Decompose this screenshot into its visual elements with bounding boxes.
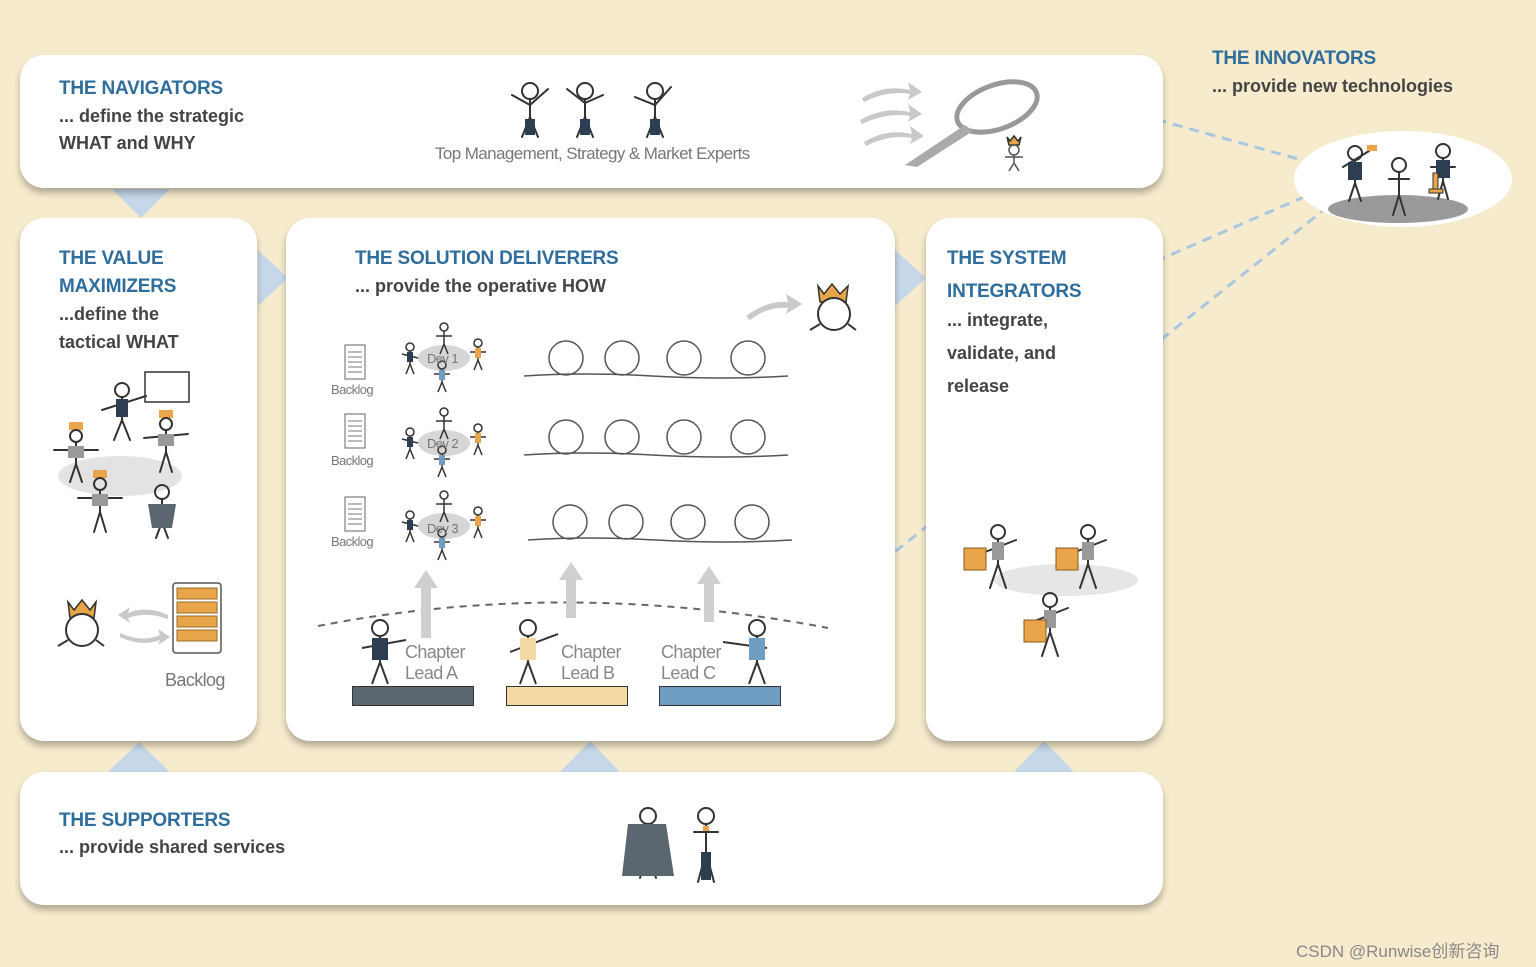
team-name-label: Dev 1	[427, 351, 458, 366]
iteration-loop-icon	[526, 502, 796, 552]
system-integrators-title-line2: INTEGRATORS	[947, 275, 1081, 308]
team-row: Backlog Dev 1	[286, 318, 895, 398]
chapter-lead-label-line2: Lead B	[561, 663, 614, 684]
stick-figure-icon	[506, 618, 566, 688]
chapter-lead-label-line2: Lead C	[661, 663, 715, 684]
chapter-lead-label-line1: Chapter	[561, 642, 621, 663]
chapter-lead-a: Chapter Lead A	[352, 618, 482, 708]
supporters-panel: THE SUPPORTERS ... provide shared servic…	[20, 772, 1163, 905]
solution-deliverers-panel: THE SOLUTION DELIVERERS ... provide the …	[286, 218, 895, 741]
stick-figure-icon	[721, 618, 781, 688]
chapter-lead-base	[506, 686, 628, 706]
value-maximizers-title-line2: MAXIMIZERS	[59, 270, 176, 303]
backlog-stack-icon	[172, 582, 224, 654]
system-integrators-title-line1: THE SYSTEM	[947, 242, 1066, 275]
chapter-lead-label-line2: Lead A	[405, 663, 457, 684]
solution-deliverers-title: THE SOLUTION DELIVERERS	[355, 242, 619, 275]
chapter-lead-label-line1: Chapter	[661, 642, 721, 663]
chapter-lead-base	[659, 686, 781, 706]
innovators-figure-group	[1293, 129, 1513, 229]
navigators-desc-line2: WHAT and WHY	[59, 129, 196, 157]
navigators-panel: THE NAVIGATORS ... define the strategic …	[20, 55, 1163, 188]
innovators-desc: ... provide new technologies	[1212, 72, 1453, 100]
watermark: CSDN @Runwise创新咨询	[1296, 937, 1499, 962]
connector-supporters-to-value	[108, 742, 170, 772]
connector-navigators-to-value	[112, 189, 170, 218]
connector-solution-to-integrators	[895, 250, 926, 306]
team-backlog-label: Backlog	[331, 534, 373, 549]
navigators-caption: Top Management, Strategy & Market Expert…	[435, 144, 750, 164]
system-integrators-desc-line2: validate, and	[947, 339, 1056, 367]
connector-supporters-to-integrators	[1014, 741, 1074, 772]
value-maximizers-desc-line2: tactical WHAT	[59, 328, 179, 356]
team-backlog-label: Backlog	[331, 382, 373, 397]
solution-deliverers-desc: ... provide the operative HOW	[355, 272, 606, 300]
value-maximizers-team-group	[50, 368, 220, 543]
chapter-lead-c: Chapter Lead C	[659, 618, 789, 708]
system-integrators-desc-line1: ... integrate,	[947, 306, 1048, 334]
innovators-title: THE INNOVATORS	[1212, 42, 1376, 75]
crown-figure-icon	[995, 133, 1035, 173]
arrow-icon	[118, 603, 173, 648]
navigators-desc-line1: ... define the strategic	[59, 102, 244, 130]
connector-supporters-to-solution	[560, 741, 620, 772]
crown-figure-icon	[54, 596, 114, 656]
team-row: Backlog Dev 2	[286, 401, 895, 481]
whiteboard-icon	[145, 372, 189, 402]
iteration-loop-icon	[522, 417, 792, 467]
connector-value-to-solution	[258, 250, 288, 306]
navigators-title: THE NAVIGATORS	[59, 72, 223, 105]
team-name-label: Dev 2	[427, 436, 458, 451]
value-maximizers-panel: THE VALUE MAXIMIZERS ...define the tacti…	[20, 218, 257, 741]
backlog-stack-icon	[344, 344, 366, 380]
team-backlog-label: Backlog	[331, 453, 373, 468]
backlog-stack-icon	[344, 413, 366, 449]
integrators-figure-group	[960, 514, 1160, 664]
chapter-lead-b: Chapter Lead B	[506, 618, 636, 708]
value-maximizers-backlog-label: Backlog	[165, 670, 225, 691]
system-integrators-desc-line3: release	[947, 372, 1009, 400]
chapter-lead-label-line1: Chapter	[405, 642, 465, 663]
system-integrators-panel: THE SYSTEM INTEGRATORS ... integrate, va…	[926, 218, 1163, 741]
backlog-stack-icon	[344, 496, 366, 532]
iteration-loop-icon	[522, 338, 792, 388]
value-maximizers-desc-line1: ...define the	[59, 300, 159, 328]
supporters-desc: ... provide shared services	[59, 833, 285, 861]
stick-figure-icon	[505, 75, 745, 145]
chapter-lead-base	[352, 686, 474, 706]
team-row: Backlog Dev 3	[286, 486, 895, 566]
supporters-figure-group	[610, 800, 730, 890]
team-name-label: Dev 3	[427, 521, 458, 536]
